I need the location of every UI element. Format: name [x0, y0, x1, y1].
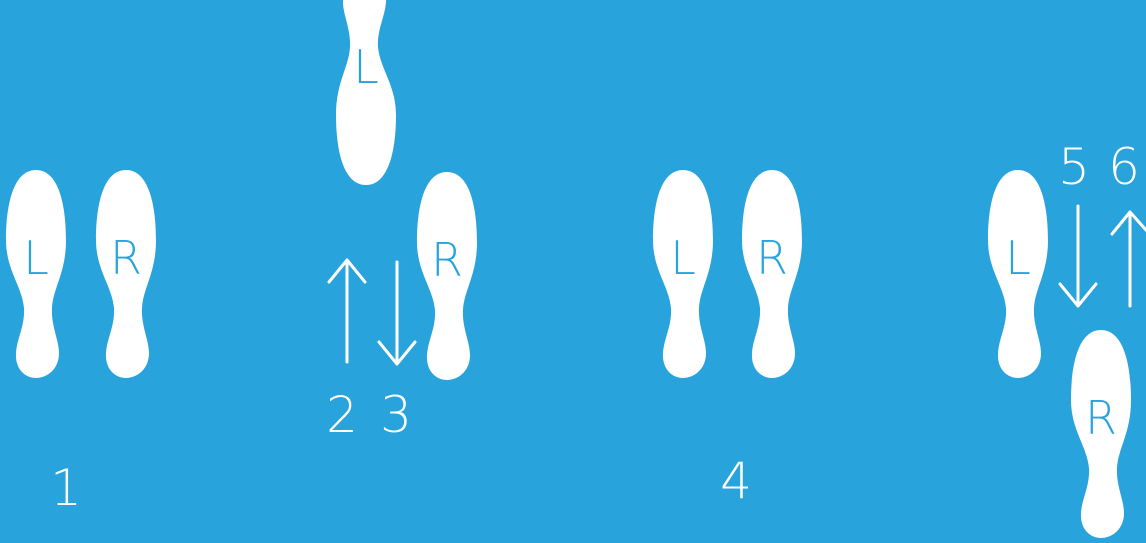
- step-group-4: L R 4: [653, 170, 802, 510]
- step-number-3: 3: [380, 386, 412, 444]
- right-foot-label: R: [110, 231, 142, 285]
- left-foot-5: L: [988, 170, 1048, 378]
- step-number-4: 4: [720, 452, 752, 510]
- arrow-down-icon: [377, 260, 417, 366]
- arrow-down-icon: [1058, 204, 1098, 308]
- right-foot-label: R: [1085, 391, 1117, 445]
- right-foot-back: R: [1071, 330, 1131, 538]
- step-group-5-6: L R 5 6: [988, 138, 1146, 538]
- step-group-1: L R 1: [6, 170, 156, 517]
- step-group-2-3: L R 2 3: [326, 0, 477, 444]
- arrow-up-icon: [327, 258, 367, 364]
- left-foot-1: L: [6, 170, 66, 378]
- step-number-1: 1: [50, 459, 82, 517]
- right-foot-4: R: [742, 170, 802, 378]
- right-foot-1: R: [96, 170, 156, 378]
- left-foot-label: L: [23, 231, 49, 285]
- left-foot-4: L: [653, 170, 713, 378]
- right-foot-2: R: [417, 172, 477, 380]
- right-foot-label: R: [756, 231, 788, 285]
- left-foot-label: L: [1005, 231, 1031, 285]
- arrow-up-icon: [1110, 210, 1146, 308]
- left-foot-label: L: [670, 231, 696, 285]
- left-foot-forward: L: [336, 0, 396, 185]
- step-number-2: 2: [326, 386, 358, 444]
- right-foot-label: R: [431, 233, 463, 287]
- step-number-5: 5: [1058, 138, 1090, 196]
- left-foot-label: L: [353, 40, 379, 94]
- step-number-6: 6: [1108, 138, 1140, 196]
